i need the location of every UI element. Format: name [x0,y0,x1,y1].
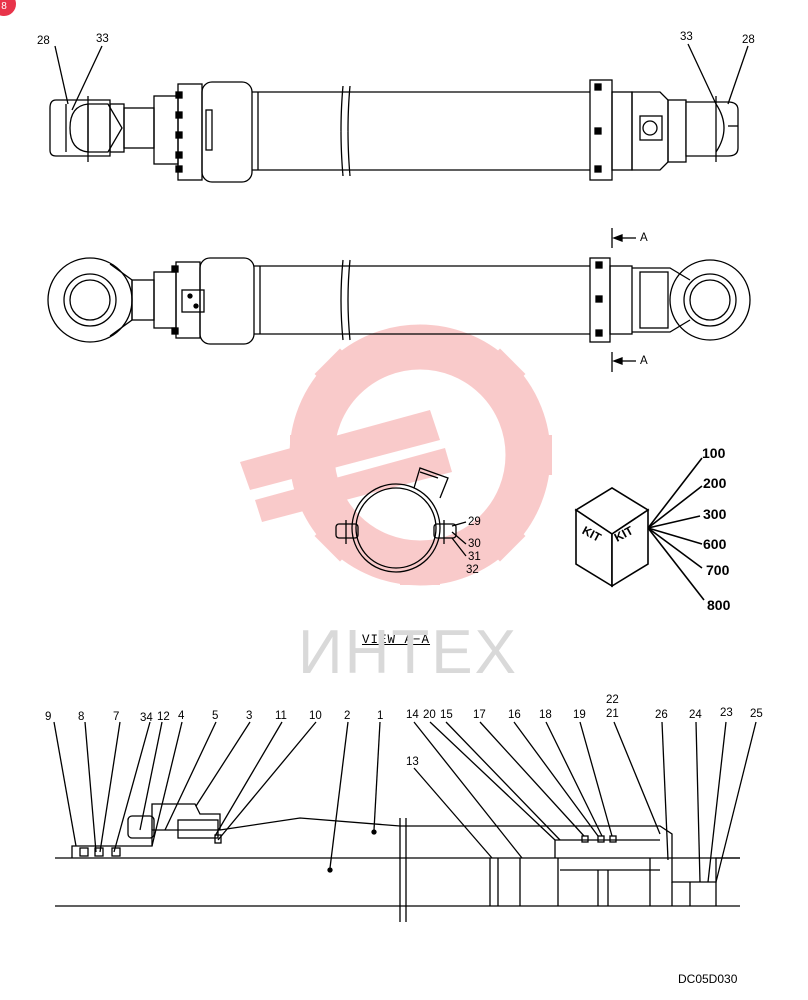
callout-25: 25 [750,708,763,720]
callout-31: 31 [468,551,481,563]
callout-28-left: 28 [37,35,50,47]
callout-22: 22 [606,694,619,706]
section-marker-top: A [640,232,648,244]
callout-18: 18 [539,709,552,721]
callout-20: 20 [423,709,436,721]
callout-24: 24 [689,709,702,721]
section-marker-bottom: A [640,355,648,367]
cylinder-section-view [53,721,757,922]
callout-34: 34 [140,712,153,724]
callout-29: 29 [468,516,481,528]
view-a-a-title: VIEW A−A [362,633,431,647]
callout-32: 32 [466,564,479,576]
view-a-a-clamp [335,467,467,573]
callout-10: 10 [309,710,322,722]
callout-2: 2 [344,710,351,722]
kit-box-icon [574,457,705,601]
kit-label-800: 800 [707,597,731,613]
callout-17: 17 [473,709,486,721]
callout-23: 23 [720,707,733,719]
callout-30: 30 [468,538,481,550]
drawing-code: DC05D030 [678,972,738,986]
kit-label-200: 200 [703,475,727,491]
callout-13: 13 [406,756,419,768]
callout-9: 9 [45,711,52,723]
callout-5: 5 [212,710,219,722]
callout-28-right: 28 [742,34,755,46]
watermark-gear-logo [240,324,552,586]
callout-26: 26 [655,709,668,721]
callout-1: 1 [377,710,384,722]
cylinder-side-view [47,228,751,372]
watermark-text: ИНТЕХ [298,618,518,687]
kit-label-300: 300 [703,506,727,522]
badge-icon: 8 [0,0,16,16]
callout-12: 12 [157,711,170,723]
callout-14: 14 [406,709,419,721]
callout-33-left: 33 [96,33,109,45]
callout-4: 4 [178,710,185,722]
callout-15: 15 [440,709,453,721]
callout-8: 8 [78,711,85,723]
callout-3: 3 [246,710,253,722]
kit-label-700: 700 [706,562,730,578]
callout-19: 19 [573,709,586,721]
callout-11: 11 [275,710,287,722]
cylinder-top-view [49,43,749,183]
kit-label-100: 100 [702,445,726,461]
callout-16: 16 [508,709,521,721]
callout-33-right: 33 [680,31,693,43]
callout-21: 21 [606,708,619,720]
kit-label-600: 600 [703,536,727,552]
callout-7: 7 [113,711,120,723]
